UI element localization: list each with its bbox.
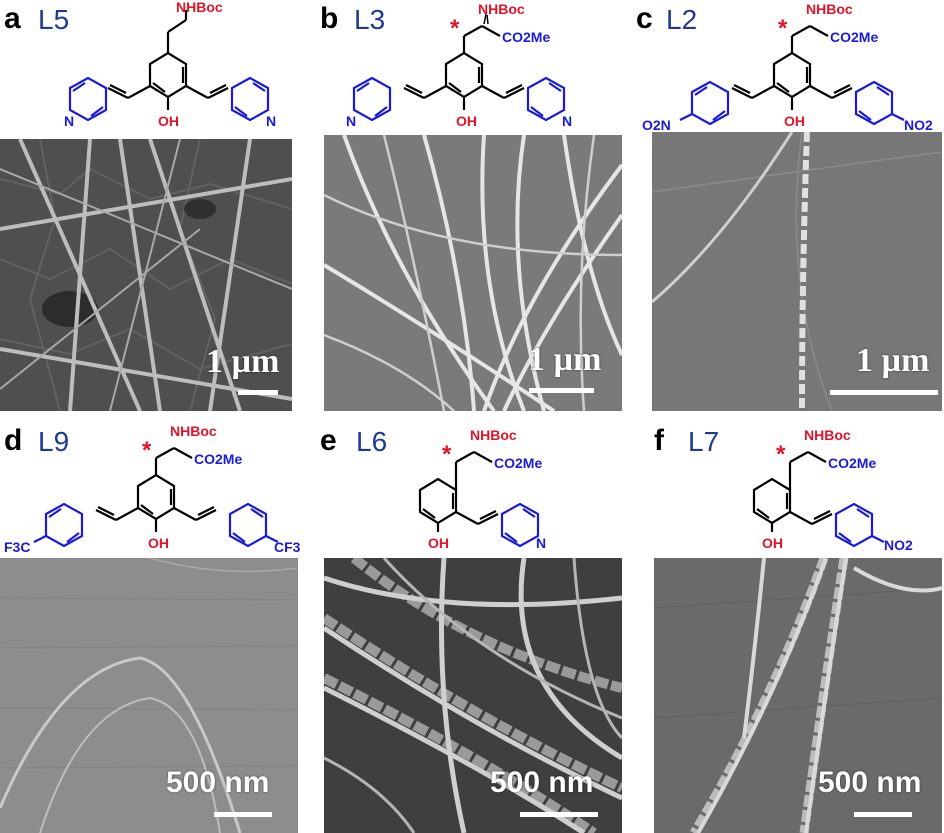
panel-letter: c [636,2,653,35]
sem-image: 500 nm [0,558,298,833]
chemical-structure: * NHBoc CO2Me OH N N [346,1,572,129]
amine-label: NHBoc [806,1,853,17]
panel-a: a L5 NHBoc OH N N [0,0,310,412]
scale-bar-label: 500 nm [818,766,922,799]
chemical-structure: NHBoc OH N N [64,0,276,129]
panel-e: e L6 * NHBoc CO2Me OH N [316,418,630,833]
panel-letter: a [4,2,21,35]
pyridine-n: N [536,535,546,551]
trifluoromethyl-label: F3C [4,539,30,555]
compound-label: L7 [688,426,720,457]
amine-label: NHBoc [470,427,517,443]
scale-bar-label: 1 µm [856,342,930,379]
ester-label: CO2Me [194,451,242,467]
scale-bar-label: 1 µm [528,341,602,378]
pyridine-n: N [64,113,74,129]
chemical-structure: * NHBoc CO2Me OH F3C CF3 [4,423,301,555]
ester-label: CO2Me [830,29,878,45]
hydroxyl-label: OH [158,113,179,129]
compound-label: L6 [356,426,388,457]
scale-bar [238,390,278,395]
ester-label: CO2Me [502,29,550,45]
panel-d: d L9 * NHBoc CO2 [0,418,310,833]
compound-label: L5 [38,4,70,35]
amine-label: NHBoc [478,1,525,17]
pyridine-n: N [266,113,276,129]
compound-label: L3 [354,4,386,35]
chemical-structure: * NHBoc CO2Me OH O2N NO2 [642,1,933,133]
scale-bar-label: 500 nm [490,766,594,799]
scale-bar [854,812,912,817]
stereocenter-marker: * [450,15,460,42]
ester-label: CO2Me [494,455,542,471]
panel-letter: b [320,2,339,35]
chemical-structure: * NHBoc CO2Me OH NO2 [752,427,913,553]
hydroxyl-label: OH [784,113,805,129]
compound-label: L2 [666,4,698,35]
stereocenter-marker: * [442,441,452,468]
stereocenter-marker: * [776,441,786,468]
amine-label: NHBoc [170,423,217,439]
compound-label: L9 [38,426,70,457]
amine-label: NHBoc [804,427,851,443]
trifluoromethyl-label: CF3 [274,539,301,555]
sem-image: 500 nm [654,558,942,833]
pyridine-n: N [346,113,356,129]
scale-bar [214,812,272,817]
nitro-label: O2N [642,117,671,133]
panel-letter: e [320,424,337,457]
scale-bar-label: 1 µm [206,343,280,380]
stereocenter-marker: * [142,437,152,464]
panel-b: b L3 * NHBoc [316,0,630,412]
amine-label: NHBoc [176,0,223,15]
sem-image: 1 µm [324,135,622,411]
panel-letter: f [654,424,664,457]
nitro-label: NO2 [884,537,913,553]
sem-image: 1 µm [0,139,292,411]
nitro-label: NO2 [904,117,933,133]
sem-image: 1 µm [652,132,942,411]
scale-bar-label: 500 nm [166,766,270,799]
hydroxyl-label: OH [148,535,169,551]
panel-letter: d [4,424,23,457]
hydroxyl-label: OH [762,535,783,551]
pyridine-n: N [562,113,572,129]
hydroxyl-label: OH [428,535,449,551]
panel-c: c L2 * NHBoc CO2 [636,0,944,412]
scale-bar [529,388,594,393]
stereocenter-marker: * [778,15,788,42]
hydroxyl-label: OH [456,113,477,129]
panel-f: f L7 * NHBoc CO2Me OH NO2 [636,418,944,833]
sem-image: 500 nm [324,558,622,833]
scale-bar [520,812,598,817]
ester-label: CO2Me [828,455,876,471]
scale-bar [830,390,938,395]
chemical-structure: * NHBoc CO2Me OH N [418,427,546,551]
